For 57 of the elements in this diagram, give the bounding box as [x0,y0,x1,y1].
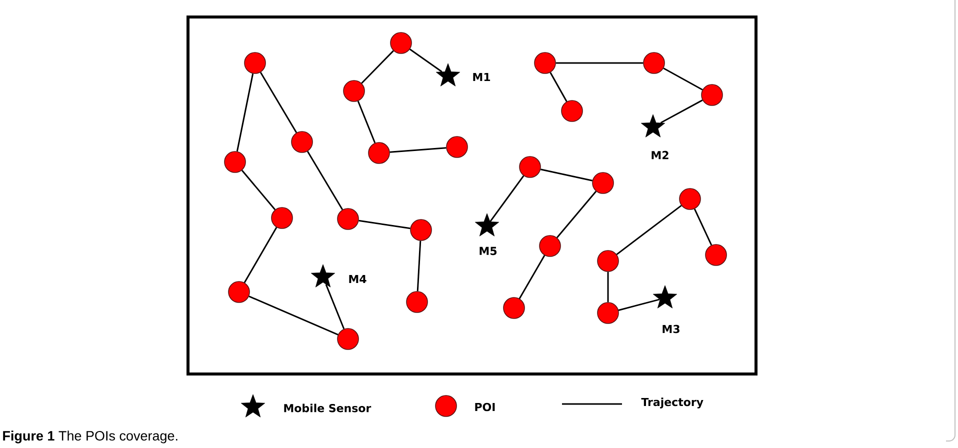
poi-circle [597,250,619,272]
trajectory-line [410,48,442,72]
poi-circle [679,188,701,210]
poi-circle [228,281,250,303]
poi-circle [291,131,313,153]
poi-circle [406,291,428,313]
trajectory-line [607,272,609,302]
poi-circle [337,328,359,350]
poi-circle [224,151,246,173]
trajectory-line [518,255,546,299]
sensor-label: M2 [652,150,668,160]
poi-circle [539,235,561,257]
trajectory-line [357,100,376,144]
poi-circle [592,172,614,194]
poi-circle [701,84,723,106]
poi-circle [519,156,541,178]
trajectory-line [325,284,345,330]
trajectory-line [416,240,422,292]
trajectory-line [358,220,410,230]
trajectory-line [236,74,254,152]
trajectory-line [244,227,278,283]
poi-circle [390,32,412,54]
poi-circle [705,244,727,266]
sensor-label: M1 [473,73,490,82]
poi-circle [446,136,468,158]
trajectory-line [390,147,446,153]
trajectory-line [663,68,703,90]
poi-circle [410,219,432,241]
sensor-label: M4 [349,275,366,284]
trajectory-line [694,208,712,246]
figure-caption: Figure 1 The POIs coverage. [3,430,178,444]
poi-circle [337,208,359,230]
trajectory-line [556,190,597,238]
trajectory-line [540,168,593,182]
sensor-label: M5 [480,246,497,256]
poi-circle [368,142,390,164]
sensor-label: M3 [662,324,680,334]
trajectory-line [361,50,394,84]
legend-label: Mobile Sensor [284,404,372,412]
poi-circle [244,52,266,74]
trajectory-line [556,62,644,64]
poi-circle [503,297,525,319]
poi-circle [343,80,365,102]
trajectory-line [550,72,568,102]
trajectory-line [306,150,344,210]
trajectory-line [241,170,276,210]
legend-label: POI [475,402,495,412]
trajectory-line [616,204,682,256]
poi-circle [597,302,619,324]
legend-label: Trajectory [641,398,704,408]
trajectory-line [660,100,703,124]
trajectory-line [248,296,338,336]
poi-circle [271,207,293,229]
poi-circle [643,52,665,74]
poi-circle [561,100,583,122]
trajectory-line [260,72,298,134]
poi-circle [534,52,556,74]
